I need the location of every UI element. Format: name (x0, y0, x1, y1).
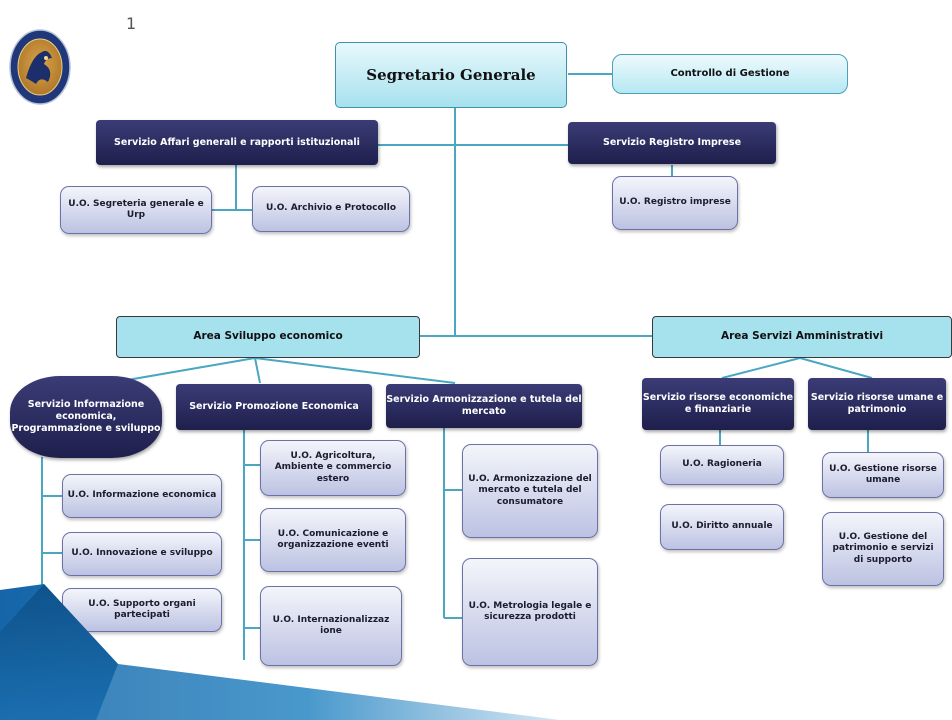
node-label: U.O. Gestione risorse umane (829, 463, 937, 485)
node-area-servizi-amministrativi: Area Servizi Amministrativi (652, 316, 952, 358)
connector (799, 357, 873, 379)
node-area-sviluppo-economico: Area Sviluppo economico (116, 316, 420, 358)
node-servizio-risorse-umane: Servizio risorse umane e patrimonio (808, 378, 946, 430)
node-uo-ragioneria: U.O. Ragioneria (660, 445, 784, 485)
node-label: Servizio Affari generali e rapporti isti… (114, 136, 360, 148)
node-uo-segreteria: U.O. Segreteria generale e Urp (60, 186, 212, 234)
connector (254, 357, 456, 384)
node-label: U.O. Armonizzazione del mercato e tutela… (468, 474, 592, 507)
connector (721, 357, 801, 379)
node-label: U.O. Innovazione e sviluppo (71, 548, 213, 559)
node-uo-innovazione: U.O. Innovazione e sviluppo (62, 532, 222, 576)
node-segretario-generale: Segretario Generale (335, 42, 567, 108)
node-uo-diritto-annuale: U.O. Diritto annuale (660, 504, 784, 550)
node-label: U.O. Metrologia legale e sicurezza prodo… (468, 600, 592, 622)
node-label: Servizio risorse economiche e finanziari… (642, 392, 794, 415)
node-uo-gestione-risorse-umane: U.O. Gestione risorse umane (822, 452, 944, 498)
node-uo-gestione-patrimonio: U.O. Gestione del patrimonio e servizi d… (822, 512, 944, 586)
node-uo-registro-imprese: U.O. Registro imprese (612, 176, 738, 230)
node-label: U.O. Segreteria generale e Urp (68, 198, 204, 220)
node-label: U.O. Agricoltura, Ambiente e commercio e… (274, 451, 392, 484)
node-controllo-gestione: Controllo di Gestione (612, 54, 848, 94)
node-label: U.O. Informazione economica (67, 490, 217, 501)
node-uo-internazionalizzazione: U.O. Internazionalizzaz ione (260, 586, 402, 666)
node-label: Servizio risorse umane e patrimonio (810, 392, 944, 415)
node-uo-informazione: U.O. Informazione economica (62, 474, 222, 518)
node-label: U.O. Archivio e Protocollo (265, 203, 397, 214)
node-label: U.O. Diritto annuale (671, 521, 773, 532)
node-servizio-promozione: Servizio Promozione Economica (176, 384, 372, 430)
node-label: Servizio Registro Imprese (602, 137, 742, 149)
node-servizio-affari-generali: Servizio Affari generali e rapporti isti… (96, 120, 378, 165)
node-label: U.O. Gestione del patrimonio e servizi d… (832, 532, 934, 565)
node-label: Servizio Armonizzazione e tutela del mer… (386, 394, 582, 417)
node-servizio-informazione: Servizio Informazione economica, Program… (10, 376, 162, 458)
node-label: Area Servizi Amministrativi (720, 330, 884, 343)
node-uo-metrologia: U.O. Metrologia legale e sicurezza prodo… (462, 558, 598, 666)
node-label: Controllo di Gestione (670, 67, 790, 79)
node-uo-archivio: U.O. Archivio e Protocollo (252, 186, 410, 232)
node-servizio-registro-imprese: Servizio Registro Imprese (568, 122, 776, 164)
page-number: 1 (126, 14, 137, 33)
node-label: Segretario Generale (366, 65, 536, 84)
node-uo-comunicazione: U.O. Comunicazione e organizzazione even… (260, 508, 406, 572)
node-label: U.O. Ragioneria (682, 459, 762, 470)
node-uo-armonizzazione: U.O. Armonizzazione del mercato e tutela… (462, 444, 598, 538)
node-uo-supporto: U.O. Supporto organi partecipati (62, 588, 222, 632)
node-label: U.O. Registro imprese (619, 197, 731, 208)
node-servizio-armonizzazione: Servizio Armonizzazione e tutela del mer… (386, 384, 582, 428)
node-label: Servizio Informazione economica, Program… (11, 399, 161, 434)
node-servizio-risorse-economiche: Servizio risorse economiche e finanziari… (642, 378, 794, 430)
node-label: U.O. Comunicazione e organizzazione even… (277, 528, 389, 550)
node-label: Servizio Promozione Economica (189, 401, 359, 413)
node-uo-agricoltura: U.O. Agricoltura, Ambiente e commercio e… (260, 440, 406, 496)
chamber-of-commerce-seal-icon (9, 29, 71, 105)
node-label: U.O. Supporto organi partecipati (88, 598, 196, 620)
node-label: Area Sviluppo economico (193, 330, 343, 343)
decorative-arrow-shape (0, 584, 560, 720)
node-label: U.O. Internazionalizzaz ione (272, 614, 390, 636)
connector (254, 357, 261, 384)
